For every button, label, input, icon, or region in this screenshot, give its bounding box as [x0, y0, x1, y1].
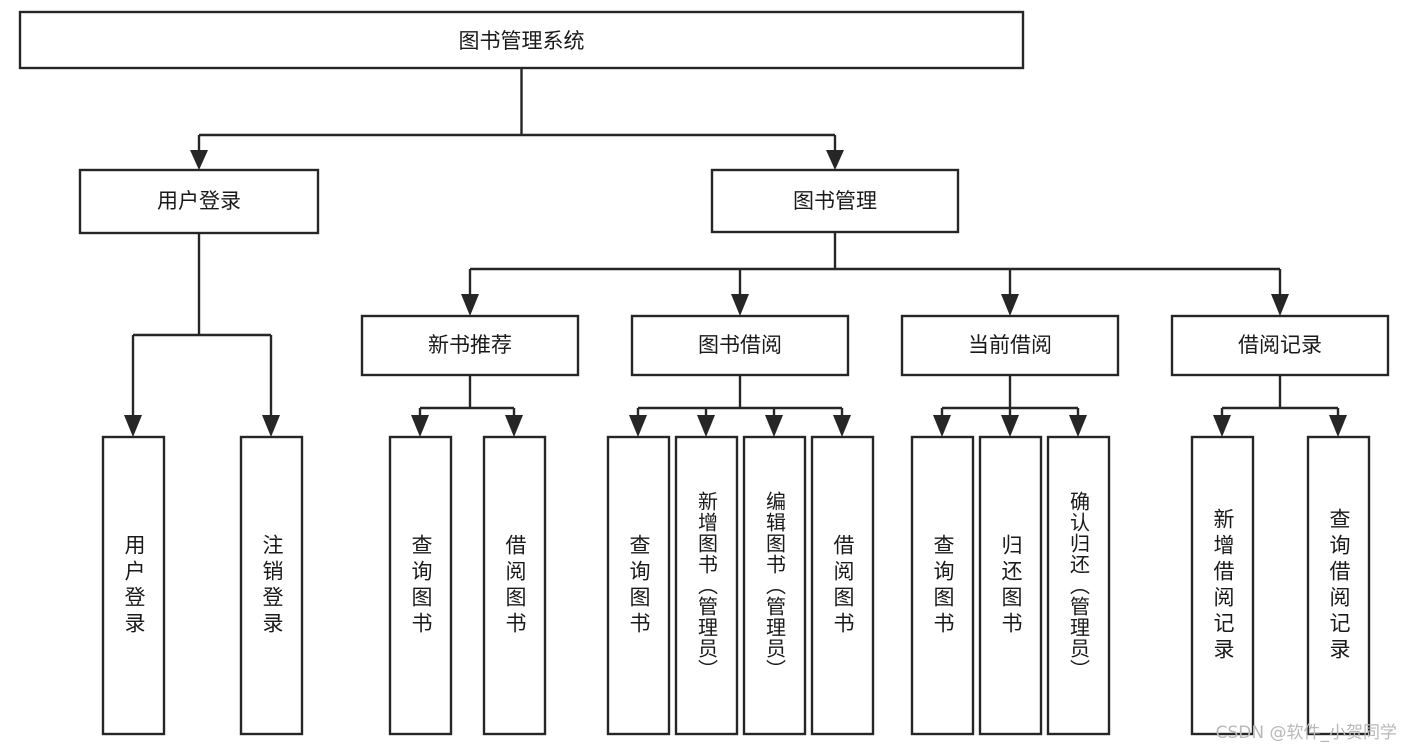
node-leaf-edit-book-box[interactable] [742, 435, 807, 736]
node-leaf-user-login-box[interactable] [101, 435, 166, 736]
node-leaf-query-book-1-box[interactable] [388, 435, 453, 736]
arrow-leaf-user-login [124, 415, 142, 437]
node-borrow-record-label: 借阅记录 [1238, 333, 1322, 357]
node-leaf-query-book-2-box[interactable] [606, 435, 671, 736]
arrow-leaf-add-book [697, 415, 715, 437]
arrow-book-borrow [731, 294, 749, 316]
node-leaf-confirm-return-box[interactable] [1046, 435, 1111, 736]
node-leaf-return-book-box[interactable] [978, 435, 1043, 736]
arrow-leaf-borrow-book-2 [833, 415, 851, 437]
node-root-label: 图书管理系统 [459, 29, 585, 53]
node-layer: 图书管理系统 用户登录 图书管理 新书推荐 图书借阅 当前借阅 借阅记录 [18, 10, 1390, 736]
arrow-leaf-borrow-book-1 [505, 415, 523, 437]
node-leaf-query-record-box[interactable] [1306, 435, 1371, 736]
arrow-leaf-query-record [1329, 415, 1347, 437]
arrow-leaf-return-book [1001, 415, 1019, 437]
arrow-leaf-edit-book [765, 415, 783, 437]
node-leaf-borrow-book-2-box[interactable] [810, 435, 875, 736]
node-leaf-logout-box[interactable] [239, 435, 304, 736]
node-user-login-label: 用户登录 [157, 189, 241, 213]
node-current-borrow-label: 当前借阅 [968, 333, 1052, 357]
arrow-leaf-query-book-3 [933, 415, 951, 437]
node-leaf-add-book-box[interactable] [674, 435, 739, 736]
node-leaf-borrow-book-1-box[interactable] [482, 435, 547, 736]
node-new-book-recommend-label: 新书推荐 [428, 333, 512, 357]
csdn-watermark: CSDN @软件_小贺同学 [1215, 723, 1397, 743]
node-book-borrow-box[interactable] [630, 314, 850, 377]
arrow-borrow-record [1271, 294, 1289, 316]
node-root-box[interactable] [18, 10, 1025, 70]
arrow-leaf-logout [262, 415, 280, 437]
arrow-new-book-recommend [461, 294, 479, 316]
arrow-leaf-add-record [1213, 415, 1231, 437]
node-book-manage-box[interactable] [710, 168, 960, 234]
node-leaf-query-book-3-box[interactable] [910, 435, 975, 736]
arrow-to-user-login [190, 150, 208, 170]
connector-layer [124, 68, 1347, 437]
node-new-book-recommend-box[interactable] [360, 314, 580, 377]
node-user-login-box[interactable] [78, 168, 320, 235]
arrow-leaf-query-book-2 [629, 415, 647, 437]
node-current-borrow-box[interactable] [900, 314, 1120, 377]
node-borrow-record-box[interactable] [1170, 314, 1390, 377]
node-leaf-add-record-box[interactable] [1190, 435, 1255, 736]
arrow-leaf-query-book-1 [411, 415, 429, 437]
node-book-manage-label: 图书管理 [793, 189, 877, 213]
node-book-borrow-label: 图书借阅 [698, 333, 782, 357]
arrow-to-book-manage [826, 150, 844, 170]
arrow-leaf-confirm-return [1069, 415, 1087, 437]
arrow-current-borrow [1001, 294, 1019, 316]
